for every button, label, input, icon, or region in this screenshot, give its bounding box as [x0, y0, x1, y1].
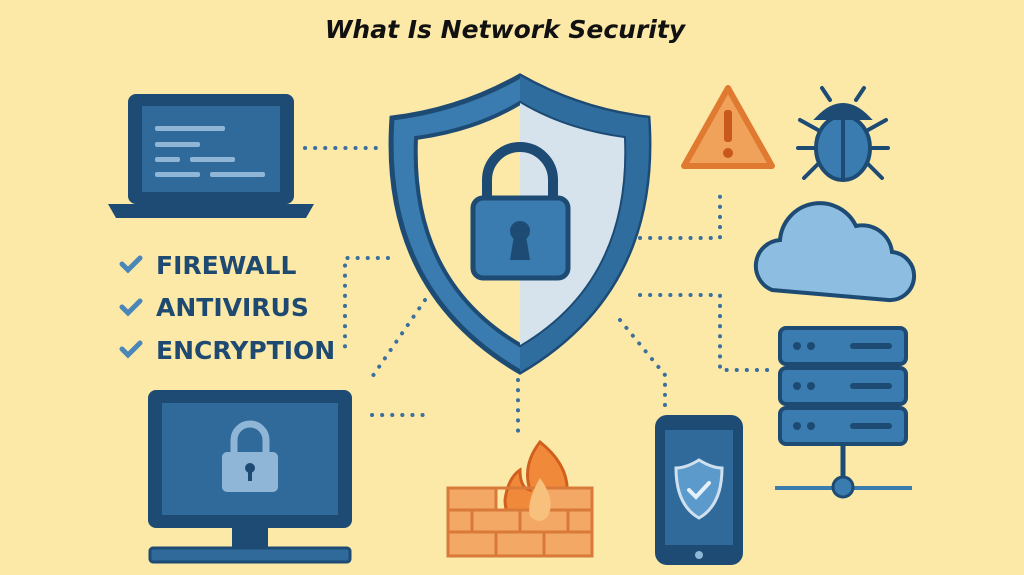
- warning-icon: [681, 85, 775, 169]
- check-icon: [119, 340, 143, 359]
- feature-label: ANTIVIRUS: [156, 293, 309, 322]
- bug-icon: [796, 86, 890, 182]
- firewall-icon: [446, 439, 594, 558]
- feature-list: FIREWALL ANTIVIRUS ENCRYPTION: [119, 251, 335, 365]
- cloud-icon: [753, 201, 917, 303]
- feature-antivirus: ANTIVIRUS: [119, 293, 309, 322]
- dotted-connectors: [303, 146, 772, 434]
- smartphone-shield-icon: [655, 415, 743, 565]
- shield-lock-icon: [388, 73, 652, 375]
- server-icon: [775, 326, 912, 499]
- feature-encryption: ENCRYPTION: [119, 336, 335, 365]
- monitor-lock-icon: [148, 390, 352, 564]
- check-icon: [119, 255, 143, 274]
- feature-firewall: FIREWALL: [119, 251, 296, 280]
- check-icon: [119, 298, 143, 317]
- feature-label: ENCRYPTION: [156, 336, 335, 365]
- laptop-icon: [108, 94, 314, 218]
- page-title: What Is Network Security: [325, 15, 687, 44]
- feature-label: FIREWALL: [156, 251, 296, 280]
